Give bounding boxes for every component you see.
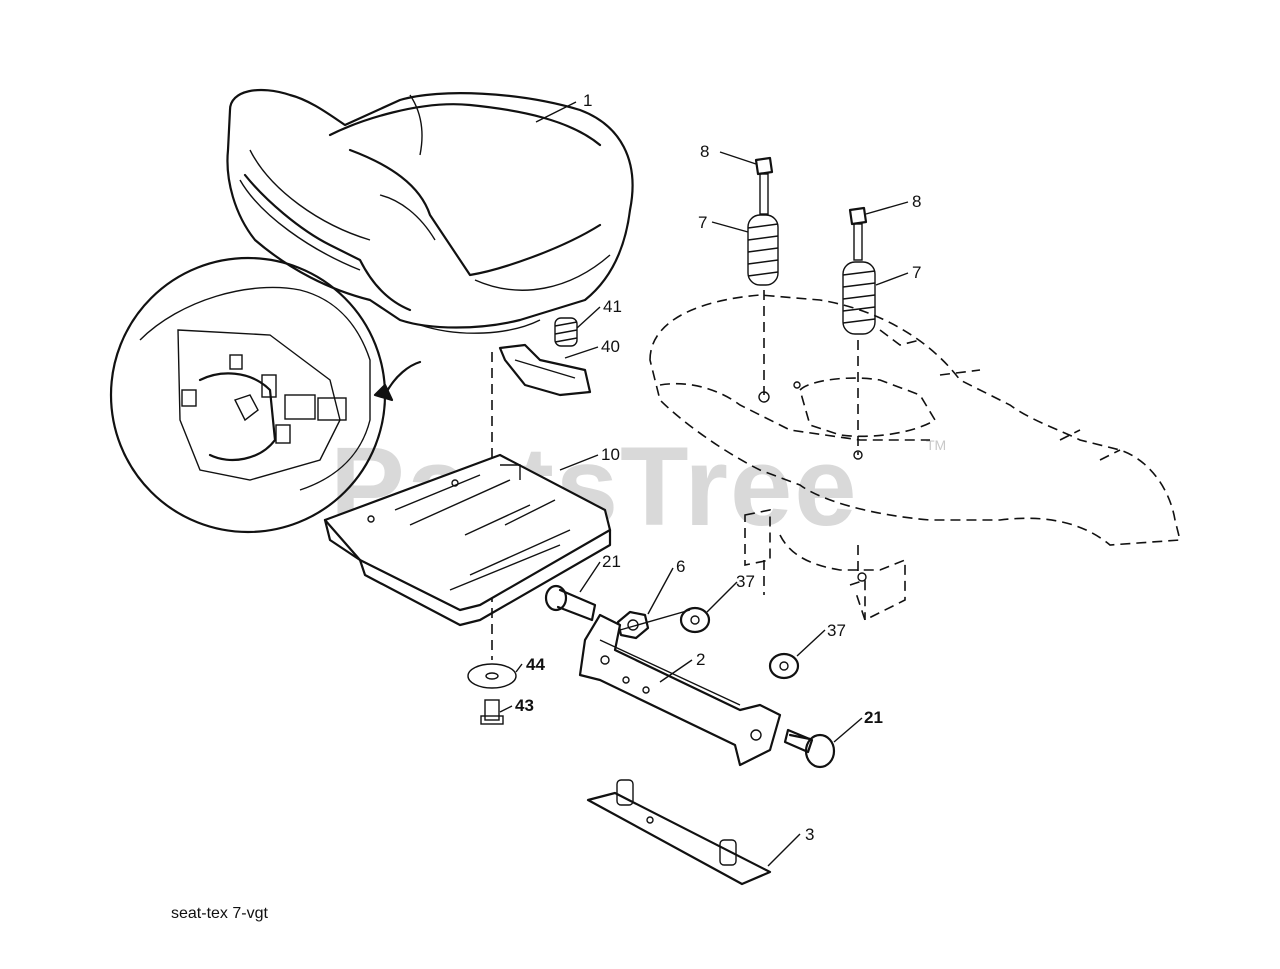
bolt-left — [754, 156, 774, 215]
callout-carriage-bolt-right: 21 — [864, 708, 883, 727]
callout-flange-nut-upper: 37 — [736, 572, 755, 591]
screw — [480, 699, 504, 725]
callout-bolt-left: 8 — [700, 142, 709, 161]
clip — [498, 343, 592, 397]
bracket — [578, 609, 782, 767]
spring-left — [747, 214, 779, 286]
callout-seat: 1 — [583, 91, 592, 110]
detail-inset — [109, 256, 422, 534]
callout-clip: 40 — [601, 337, 620, 356]
nut — [616, 610, 650, 640]
diagram-caption: seat-tex 7-vgt — [171, 905, 268, 922]
flange-nut-lower — [768, 652, 800, 680]
callout-flange-nut-lower: 37 — [827, 621, 846, 640]
callout-spring-small: 41 — [603, 297, 622, 316]
callout-spring-left: 7 — [698, 213, 707, 232]
callout-bracket: 2 — [696, 650, 705, 669]
seat-pan — [323, 453, 612, 627]
spring-small — [554, 317, 578, 347]
callout-labels: 1 8 7 8 7 41 40 10 21 6 37 37 2 44 43 21… — [515, 91, 921, 844]
washer — [467, 663, 517, 689]
callout-seat-pan: 10 — [601, 445, 620, 464]
carriage-bolt-left — [544, 584, 597, 622]
callout-bolt-right: 8 — [912, 192, 921, 211]
seat — [226, 88, 634, 334]
callout-carriage-bolt-left: 21 — [602, 552, 621, 571]
callout-screw: 43 — [515, 696, 534, 715]
callout-plate: 3 — [805, 825, 814, 844]
callout-nut: 6 — [676, 557, 685, 576]
leader-lines — [499, 101, 909, 867]
plate — [586, 779, 772, 886]
watermark-trademark: TM — [926, 437, 946, 453]
bolt-right — [848, 206, 868, 261]
callout-washer: 44 — [526, 655, 545, 674]
flange-nut-upper — [679, 606, 711, 634]
callout-spring-right: 7 — [912, 263, 921, 282]
spring-right — [842, 261, 876, 335]
carriage-bolt-right — [783, 728, 836, 769]
